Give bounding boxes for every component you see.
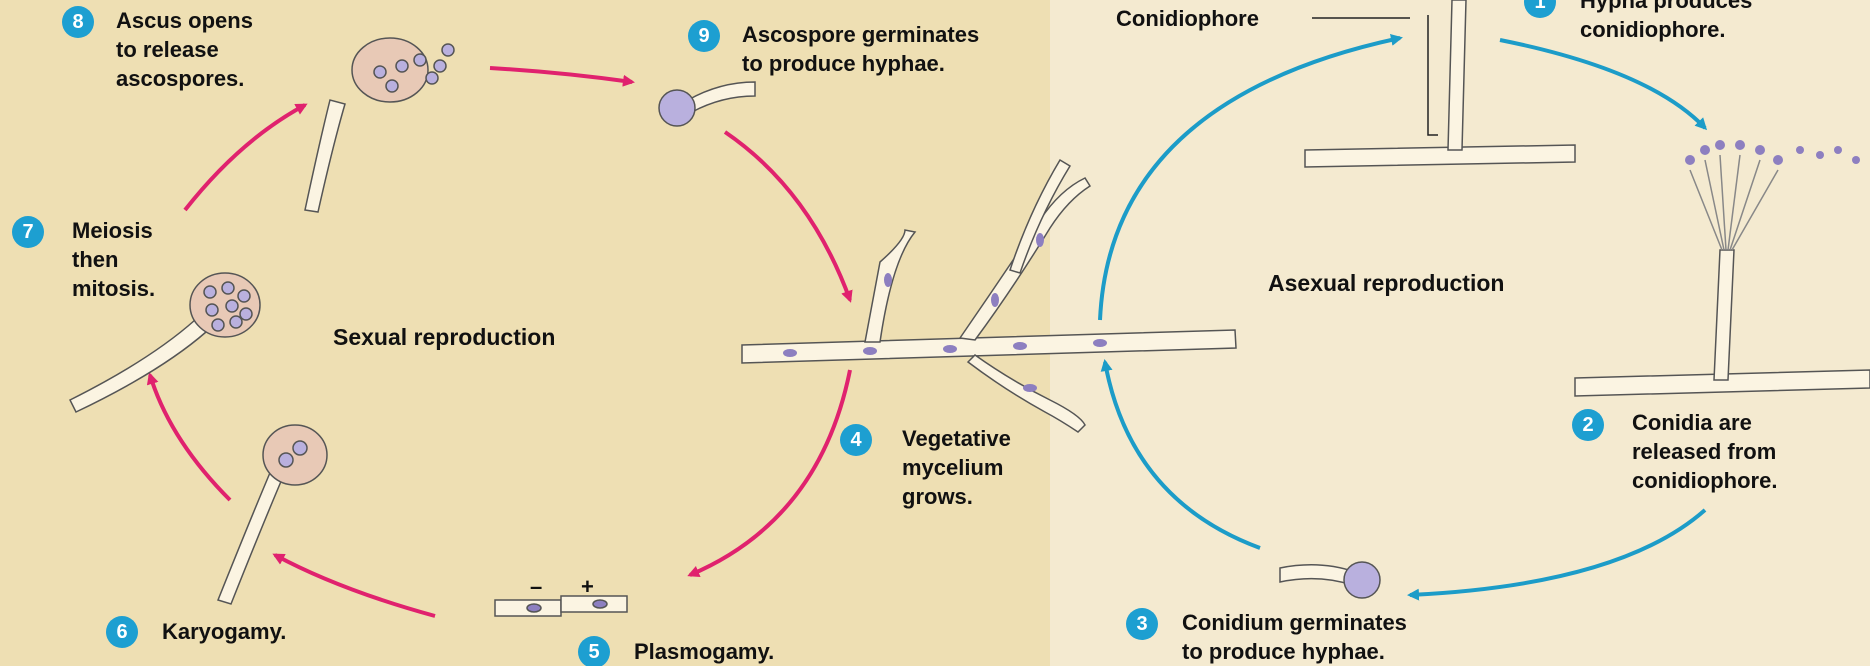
conidiophore-with-conidia [1575,140,1870,396]
ascus-karyogamy [218,425,327,604]
arrow-8-to-9 [490,68,632,82]
step-6-text: Karyogamy. [162,617,286,646]
arrow-4-to-5 [690,370,850,575]
step-9-badge: 9 [688,20,720,52]
sexual-reproduction-heading: Sexual reproduction [333,324,555,351]
arrow-7-to-8 [185,105,305,210]
step-2-badge: 2 [1572,409,1604,441]
step-7-text: Meiosis then mitosis. [72,216,155,303]
plasmogamy-hyphae [495,596,627,616]
step-2-text: Conidia are released from conidiophore. [1632,408,1777,495]
ascus-opening [305,38,454,212]
vegetative-mycelium [742,160,1236,432]
step-3-badge: 3 [1126,608,1158,640]
conidium-germinating [1280,562,1380,598]
arrow-5-to-6 [275,555,435,616]
step-8-text: Ascus opens to release ascospores. [116,6,253,93]
step-4-text: Vegetative mycelium grows. [902,424,1011,511]
step-8-badge: 8 [62,6,94,38]
arrow-6-to-7 [150,375,230,500]
arrow-3-to-mycelium [1105,362,1260,548]
asexual-reproduction-heading: Asexual reproduction [1268,270,1504,297]
arrow-9-to-4 [725,132,850,300]
step-4-badge: 4 [840,424,872,456]
ascospore-germinating [659,82,755,126]
arrow-1-to-conidia [1500,40,1705,128]
conidiophore-diagram [1305,0,1575,167]
step-5-text: Plasmogamy. [634,637,774,666]
step-9-text: Ascospore germinates to produce hyphae. [742,20,979,78]
asexual-cycle-arrows [1100,38,1705,595]
step-7-badge: 7 [12,216,44,248]
conidiophore-label: Conidiophore [1116,4,1259,33]
step-3-text: Conidium germinates to produce hyphae. [1182,608,1407,666]
step-5-badge: 5 [578,636,610,666]
minus-mating-type: – [530,574,542,600]
step-1-text: Hypha produces conidiophore. [1580,0,1752,44]
plus-mating-type: + [581,574,594,600]
step-6-badge: 6 [106,616,138,648]
arrow-2-to-3 [1410,510,1705,595]
